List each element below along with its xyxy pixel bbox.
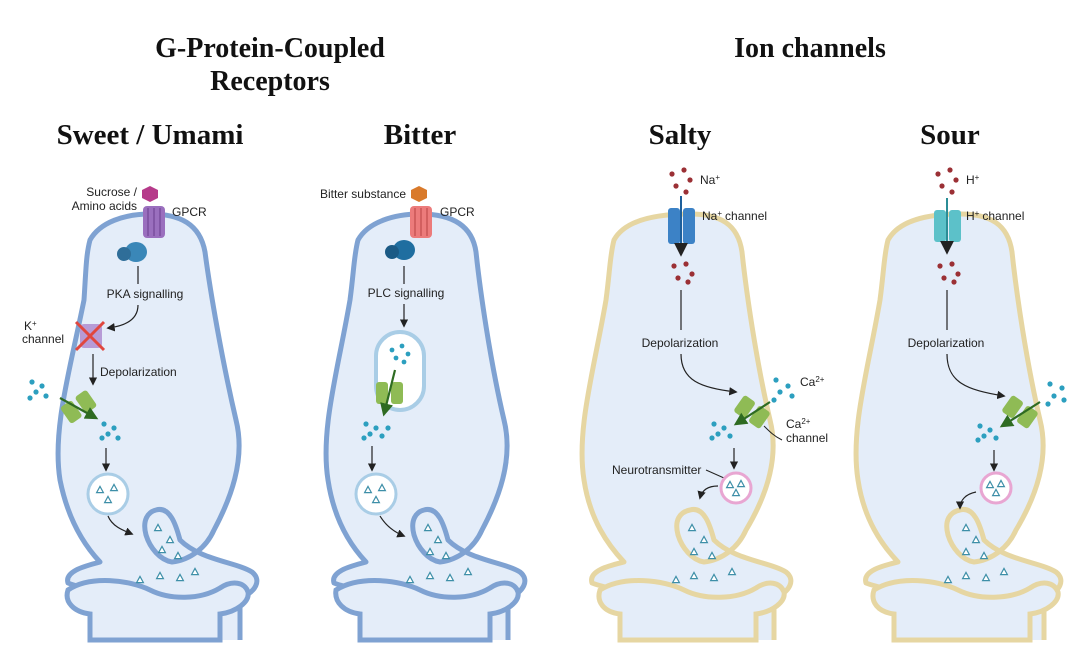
h-ions-inside bbox=[937, 261, 961, 285]
sour-title: Sour bbox=[920, 119, 980, 151]
taste-cell-membrane bbox=[55, 211, 260, 640]
bitter-ligand-icon bbox=[411, 186, 427, 202]
gpcr-label: GPCR bbox=[172, 205, 207, 219]
ca-ions-outside bbox=[27, 379, 49, 401]
ca-ion-label: Ca2+ bbox=[800, 375, 825, 389]
plc-signalling-label: PLC signalling bbox=[368, 286, 445, 300]
h-channel-icon bbox=[934, 210, 961, 242]
ion-channels-group-title: Ion channels bbox=[734, 33, 886, 64]
ca-ions-inside bbox=[709, 421, 733, 441]
na-ions-inside bbox=[671, 261, 695, 285]
calcium-channel-icon bbox=[376, 382, 403, 404]
salty-panel: Na+ Na+channel Depolarization Ca2+ Ca2+ … bbox=[579, 167, 828, 643]
salty-title: Salty bbox=[648, 119, 712, 151]
gpcr-receptor-icon bbox=[143, 206, 165, 238]
bitter-panel: Bitter substance GPCR PLC signalling bbox=[320, 186, 528, 643]
h-ions-outside bbox=[935, 167, 959, 195]
ligand-label-line1: Sucrose / bbox=[86, 185, 137, 199]
depolarization-label: Depolarization bbox=[100, 365, 177, 379]
na-channel-label: Na+channel bbox=[702, 209, 767, 223]
pka-signalling-label: PKA signalling bbox=[107, 287, 184, 301]
postsynaptic-terminal bbox=[333, 578, 521, 643]
ca-channel-word: channel bbox=[786, 431, 828, 445]
gpcr-label: GPCR bbox=[440, 205, 475, 219]
k-channel-word: channel bbox=[22, 332, 64, 346]
na-ion-label: Na+ bbox=[700, 173, 720, 187]
gpcr-group-title: G-Protein-Coupled Receptors bbox=[155, 33, 385, 98]
h-channel-label: H+channel bbox=[966, 209, 1024, 223]
neurotransmitter-vesicle-icon bbox=[979, 471, 1013, 505]
ca-ions-outside bbox=[1045, 381, 1067, 407]
ca-ions-inside bbox=[975, 423, 999, 443]
ligand-label-line2: Amino acids bbox=[72, 199, 137, 213]
neurotransmitter-vesicle-icon bbox=[719, 471, 753, 505]
na-channel-icon bbox=[668, 208, 695, 244]
g-protein-icon bbox=[385, 240, 415, 260]
bitter-title: Bitter bbox=[383, 119, 457, 151]
postsynaptic-terminal bbox=[64, 578, 251, 643]
gpcr-receptor-icon bbox=[410, 206, 432, 238]
ca-ions-inside bbox=[99, 421, 121, 441]
sweet-umami-panel: Sucrose / Amino acids GPCR PKA signallin… bbox=[22, 185, 260, 643]
taste-cell-membrane bbox=[579, 211, 794, 640]
depolarization-label: Depolarization bbox=[908, 336, 985, 350]
depolarization-label: Depolarization bbox=[642, 336, 719, 350]
ca-ions-inside bbox=[361, 421, 391, 441]
calcium-channel-icon bbox=[734, 395, 770, 429]
sour-panel: H+ H+channel Depolarization bbox=[853, 167, 1067, 643]
k-channel-blocked-icon bbox=[74, 320, 106, 352]
h-ion-label: H+ bbox=[966, 173, 980, 187]
ca-channel-label: Ca2+ bbox=[786, 417, 811, 431]
neurotransmitter-label: Neurotransmitter bbox=[612, 463, 701, 477]
bitter-substance-label: Bitter substance bbox=[320, 187, 406, 201]
k-channel-label: K+ bbox=[24, 319, 37, 333]
g-protein-icon bbox=[117, 242, 147, 262]
ca-ions-outside bbox=[771, 377, 795, 403]
postsynaptic-terminal bbox=[870, 578, 1061, 643]
sweet-umami-title: Sweet / Umami bbox=[56, 119, 244, 151]
neurotransmitter-vesicle-icon bbox=[86, 472, 130, 516]
calcium-channel-icon bbox=[1002, 395, 1038, 429]
sucrose-ligand-icon bbox=[142, 186, 158, 202]
taste-cell-membrane bbox=[323, 211, 528, 640]
na-ions-outside bbox=[669, 167, 693, 195]
neurotransmitter-vesicle-icon bbox=[354, 472, 398, 516]
taste-cell-membrane bbox=[853, 211, 1064, 640]
postsynaptic-terminal bbox=[596, 578, 787, 643]
